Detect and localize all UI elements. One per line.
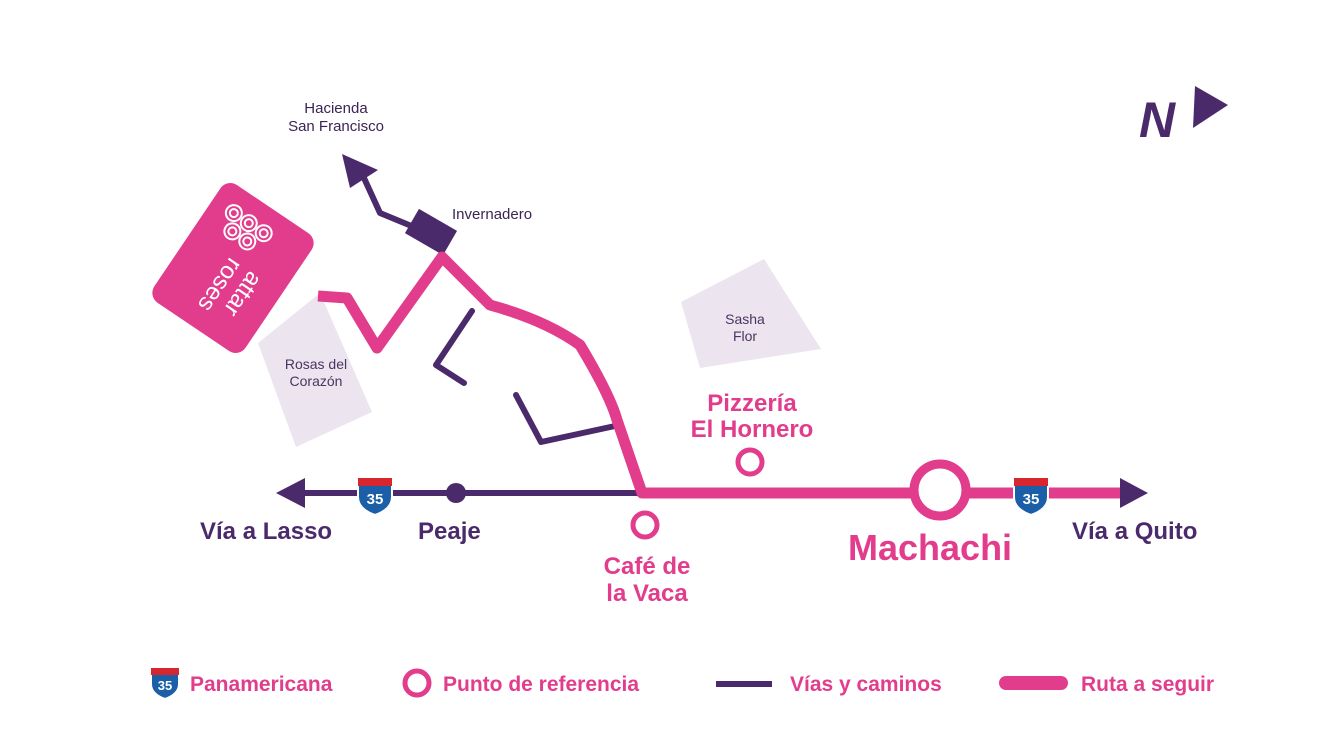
arrow-via-quito (1120, 478, 1148, 508)
north-indicator: N (1139, 86, 1228, 148)
attar-roses-building: attar roses (152, 183, 314, 353)
label-invernadero: Invernadero (452, 206, 532, 223)
peaje-dot (446, 483, 466, 503)
shield-number: 35 (1023, 491, 1040, 508)
pizzeria-marker (735, 447, 765, 477)
north-letter: N (1139, 92, 1176, 148)
arrow-hacienda (342, 154, 378, 188)
label-hacienda-2: San Francisco (288, 118, 384, 135)
label-machachi: Machachi (848, 527, 1012, 568)
sasha-flor-area (681, 259, 821, 368)
legend-punto-icon (402, 668, 432, 698)
cafe-de-la-vaca-marker (630, 510, 660, 540)
legend: 35 Panamericana Punto de referencia Vías… (150, 667, 1214, 701)
machachi-marker (909, 459, 971, 521)
label-rosas-1: Rosas del (285, 356, 347, 372)
shield-icon-quito: 35 (1013, 477, 1049, 517)
label-cafe-1: Café de (604, 553, 691, 580)
legend-punto: Punto de referencia (443, 673, 639, 696)
legend-shield-icon: 35 (150, 667, 180, 701)
label-sasha-2: Flor (733, 328, 757, 344)
label-pizzeria-1: Pizzería (707, 390, 797, 417)
label-pizzeria-2: El Hornero (691, 416, 814, 443)
side-road-1 (433, 308, 475, 386)
shield-icon-lasso: 35 (357, 477, 393, 517)
side-road-2 (513, 392, 618, 445)
label-via-lasso: Vía a Lasso (200, 518, 332, 545)
legend-ruta: Ruta a seguir (1081, 673, 1214, 696)
side-roads (297, 175, 645, 496)
legend-vias: Vías y caminos (790, 673, 942, 696)
attar-roses-logo (223, 204, 273, 251)
label-peaje: Peaje (418, 518, 481, 545)
shield-number: 35 (158, 678, 172, 693)
arrow-via-lasso (276, 478, 305, 508)
shield-number: 35 (367, 491, 384, 508)
legend-panamericana: Panamericana (190, 673, 333, 696)
north-arrow-icon (1193, 86, 1228, 128)
label-rosas-2: Corazón (290, 373, 343, 389)
rosas-del-corazon-area (258, 293, 372, 447)
route-path (317, 251, 1126, 499)
label-via-quito: Vía a Quito (1072, 518, 1197, 545)
label-hacienda-1: Hacienda (304, 100, 368, 117)
invernadero-building (404, 208, 458, 256)
label-sasha-1: Sasha (725, 311, 765, 327)
label-cafe-2: la Vaca (606, 580, 688, 607)
